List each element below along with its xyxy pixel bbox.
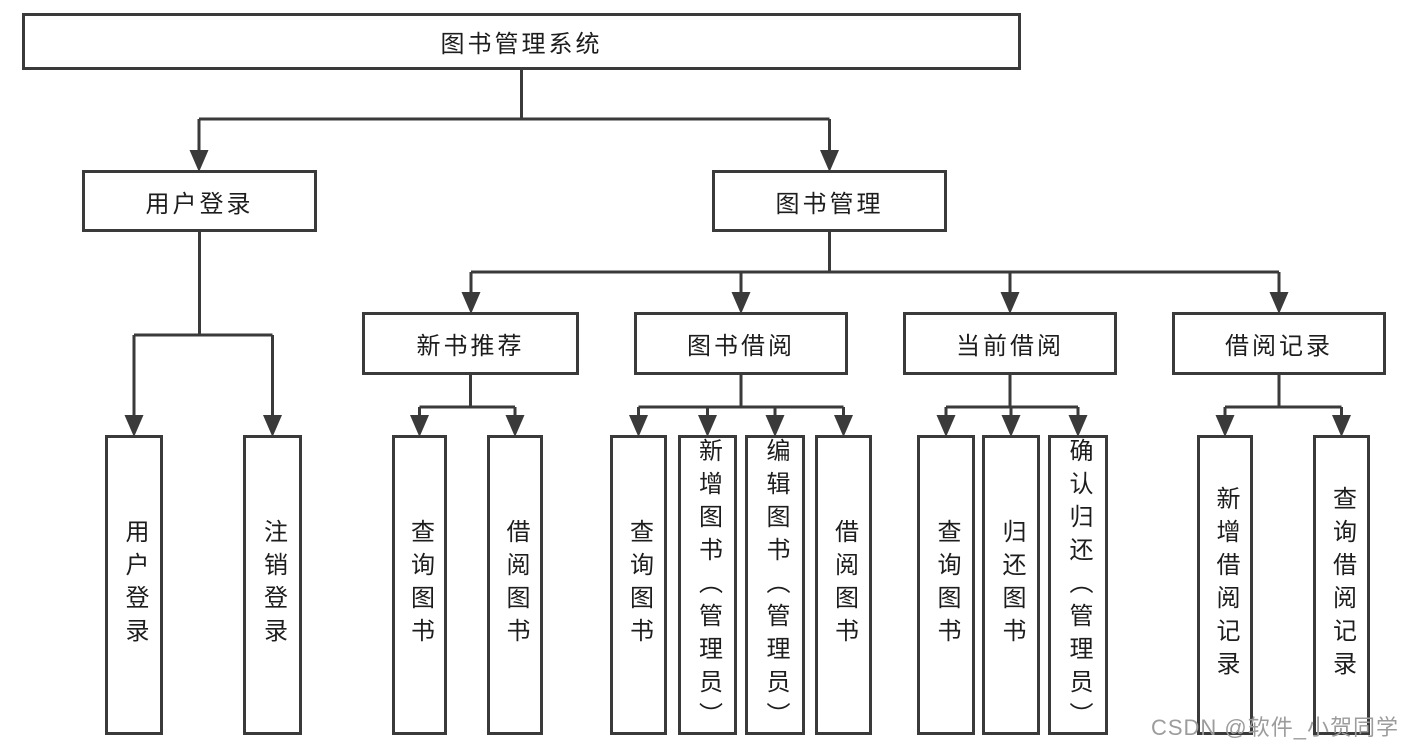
node-leaf-query-books-borrowing: 查询图书: [610, 435, 667, 735]
node-leaf-confirm-return-admin: 确认归还（管理员）: [1048, 435, 1108, 735]
node-label: 注销登录: [259, 519, 287, 651]
node-library-management-system: 图书管理系统: [22, 13, 1021, 70]
node-leaf-add-books-admin: 新增图书（管理员）: [678, 435, 737, 735]
node-label: 查询借阅记录: [1328, 486, 1356, 684]
node-leaf-logout: 注销登录: [243, 435, 302, 735]
node-user-login: 用户登录: [82, 170, 317, 232]
node-label: 借阅记录: [1225, 333, 1333, 360]
node-new-book-recommendation: 新书推荐: [362, 312, 579, 375]
node-label: 新增图书（管理员）: [694, 438, 722, 735]
node-label: 查询图书: [406, 519, 434, 651]
node-label: 确认归还（管理员）: [1065, 438, 1092, 735]
node-leaf-add-borrow-record: 新增借阅记录: [1197, 435, 1253, 735]
node-label: 图书管理系统: [440, 31, 603, 58]
node-label: 新书推荐: [416, 333, 525, 360]
node-label: 新增借阅记录: [1212, 486, 1239, 684]
node-leaf-query-borrow-record: 查询借阅记录: [1313, 435, 1370, 735]
node-label: 查询图书: [933, 519, 960, 651]
node-label: 借阅图书: [502, 519, 529, 651]
node-current-borrowing: 当前借阅: [903, 312, 1117, 375]
node-label: 用户登录: [145, 190, 254, 218]
node-label: 查询图书: [625, 519, 653, 651]
node-book-borrowing: 图书借阅: [634, 312, 848, 375]
node-leaf-user-login: 用户登录: [105, 435, 163, 735]
csdn-watermark: CSDN @软件_小贺同学: [1150, 715, 1399, 740]
node-label: 当前借阅: [956, 333, 1064, 360]
node-label: 编辑图书（管理员）: [762, 438, 789, 735]
node-leaf-return-books: 归还图书: [982, 435, 1040, 735]
node-label: 用户登录: [121, 519, 148, 651]
node-book-management: 图书管理: [712, 170, 947, 232]
node-label: 借阅图书: [830, 519, 858, 651]
node-leaf-query-books-current: 查询图书: [917, 435, 975, 735]
node-label: 图书借阅: [687, 333, 795, 360]
node-leaf-query-books-recommend: 查询图书: [392, 435, 447, 735]
node-leaf-borrow-books-recommend: 借阅图书: [487, 435, 543, 735]
node-leaf-borrow-books-borrowing: 借阅图书: [815, 435, 872, 735]
node-label: 归还图书: [998, 519, 1025, 651]
node-label: 图书管理: [775, 190, 884, 218]
node-borrowing-records: 借阅记录: [1172, 312, 1386, 375]
node-leaf-edit-books-admin: 编辑图书（管理员）: [745, 435, 805, 735]
